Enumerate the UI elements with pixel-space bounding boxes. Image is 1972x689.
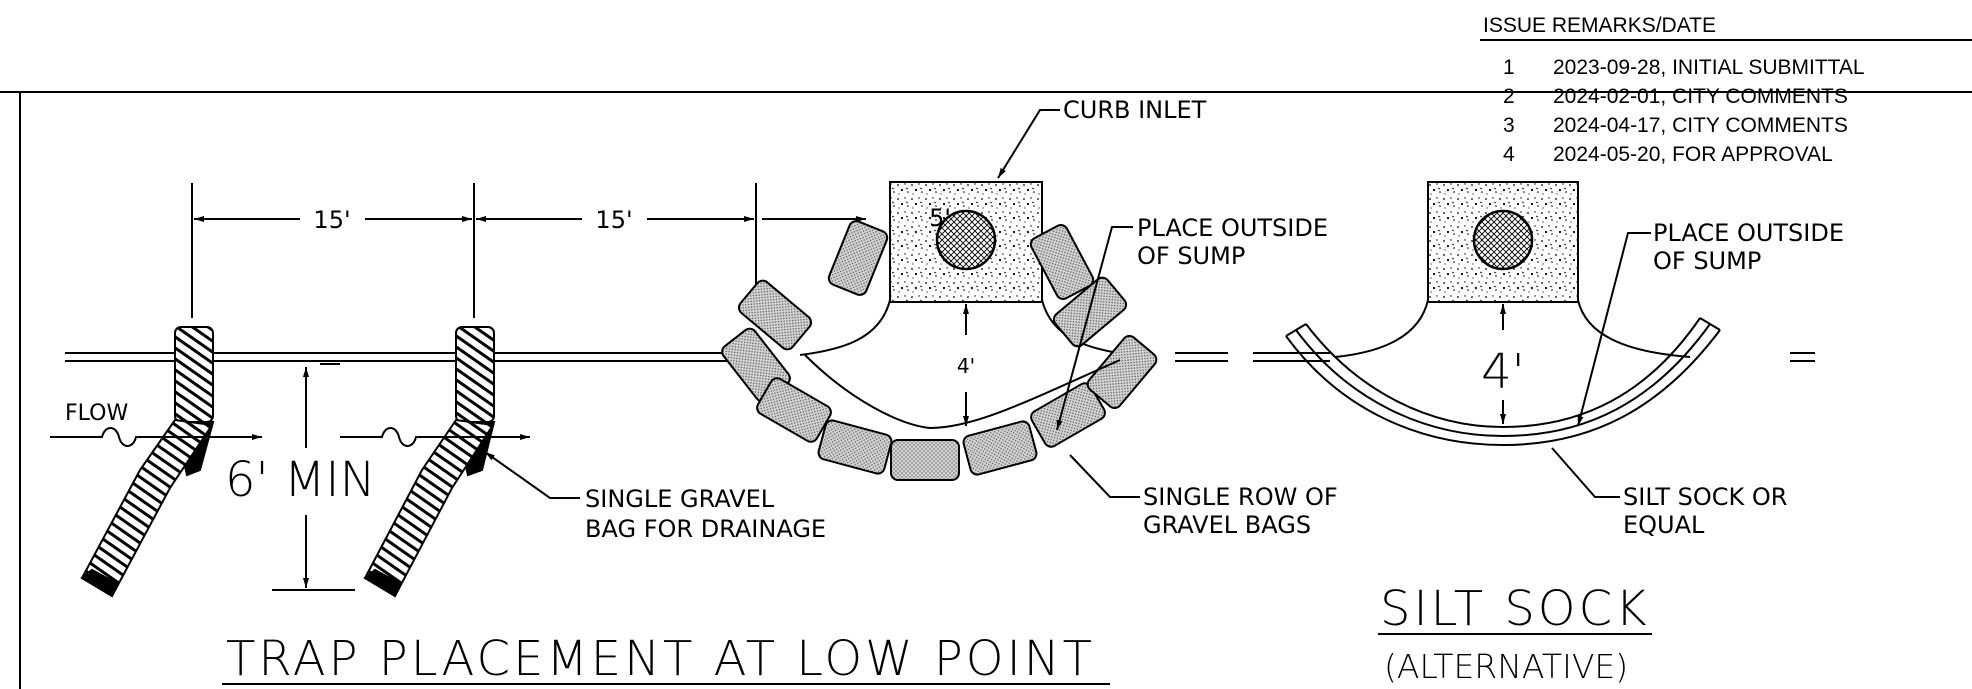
trap-placement-detail: 15' 15' 6' MIN FLOW SINGLE GRAVEL BAG FO… — [50, 183, 1110, 687]
inlet-grate — [935, 209, 997, 271]
revision-remark: 2024-05-20, FOR APPROVAL — [1553, 143, 1833, 166]
min-distance-label: 6' MIN — [225, 452, 375, 508]
revision-remark: 2024-04-17, CITY COMMENTS — [1553, 114, 1848, 137]
place-outside-note: OF SUMP — [1137, 242, 1245, 270]
gravel-bag — [756, 377, 832, 443]
inlet-grate — [1472, 209, 1534, 271]
revision-remark: 2024-02-01, CITY COMMENTS — [1553, 85, 1848, 108]
curb-inlet-box — [1427, 181, 1579, 303]
revision-remark: 2023-09-28, INITIAL SUBMITTAL — [1553, 56, 1865, 79]
spacing-dimension-label: 15' — [313, 206, 350, 234]
min-distance-dimension — [272, 363, 355, 591]
drainage-note: BAG FOR DRAINAGE — [585, 515, 826, 543]
silt-sock-note: SILT SOCK OR — [1623, 483, 1787, 511]
sheet-border — [0, 91, 1972, 689]
place-outside-note: PLACE OUTSIDE — [1653, 219, 1844, 247]
revision-row: 2 2024-02-01, CITY COMMENTS — [1503, 85, 1848, 108]
silt-sock-leader — [1551, 447, 1620, 498]
flow-label: FLOW — [65, 401, 128, 426]
revision-issue: 2 — [1503, 85, 1515, 108]
place-outside-leader — [1577, 232, 1651, 427]
gravel-bag — [827, 220, 889, 296]
silt-sock-note: EQUAL — [1623, 511, 1705, 539]
gravel-bag — [962, 420, 1038, 476]
gravel-row-note: SINGLE ROW OF — [1143, 483, 1338, 511]
gravel-bag-row — [721, 220, 1158, 481]
revision-issue: 3 — [1503, 114, 1515, 137]
place-outside-note: OF SUMP — [1653, 247, 1761, 275]
gravel-bag — [890, 439, 960, 481]
gravel-bag — [1086, 334, 1158, 410]
trap-placement-title: TRAP PLACEMENT AT LOW POINT — [226, 631, 1095, 687]
gravel-bag — [1030, 382, 1106, 448]
drainage-note: SINGLE GRAVEL — [585, 485, 775, 513]
drainage-note-leader — [484, 451, 580, 499]
bag-row-inner-line — [804, 354, 1121, 430]
flow-arrow — [50, 427, 530, 447]
spacing-dimension-label: 15' — [595, 206, 632, 234]
gravel-bag-trap — [80, 326, 215, 598]
revision-row: 4 2024-05-20, FOR APPROVAL — [1503, 143, 1833, 166]
silt-sock-subtitle: (ALTERNATIVE) — [1384, 647, 1628, 686]
revision-issue: 4 — [1503, 143, 1515, 166]
silt-sock — [1285, 317, 1721, 447]
curb-inlet-detail: 4' 5' CURB INLET PLACE OUTSIDE OF SUMP S… — [721, 96, 1338, 539]
offset-dimension-label: 5' — [929, 204, 951, 232]
gravel-bag — [737, 279, 813, 351]
sump-dimension-label: 4' — [957, 354, 975, 378]
revision-row: 1 2023-09-28, INITIAL SUBMITTAL — [1503, 56, 1865, 79]
curb-inlet-leader — [997, 109, 1060, 179]
silt-sock-title: SILT SOCK — [1380, 581, 1650, 637]
gravel-row-note: GRAVEL BAGS — [1143, 511, 1311, 539]
gravel-bag — [817, 419, 893, 475]
revision-header: ISSUE REMARKS/DATE — [1483, 14, 1716, 37]
sump-dimension-label: 4' — [1481, 344, 1525, 400]
curb-inlet-label: CURB INLET — [1063, 96, 1207, 124]
revision-issue: 1 — [1503, 56, 1515, 79]
curb-lines — [65, 352, 1815, 362]
silt-sock-detail: 4' PLACE OUTSIDE OF SUMP SILT SOCK OR EQ… — [1285, 181, 1844, 686]
gravel-row-leader — [1069, 454, 1140, 498]
gravel-bag — [1029, 224, 1095, 300]
revision-block: ISSUE REMARKS/DATE 1 2023-09-28, INITIAL… — [1480, 14, 1972, 166]
gravel-bag-trap — [363, 326, 496, 598]
revision-row: 3 2024-04-17, CITY COMMENTS — [1503, 114, 1848, 137]
place-outside-note: PLACE OUTSIDE — [1137, 214, 1328, 242]
place-outside-leader — [1056, 226, 1133, 431]
